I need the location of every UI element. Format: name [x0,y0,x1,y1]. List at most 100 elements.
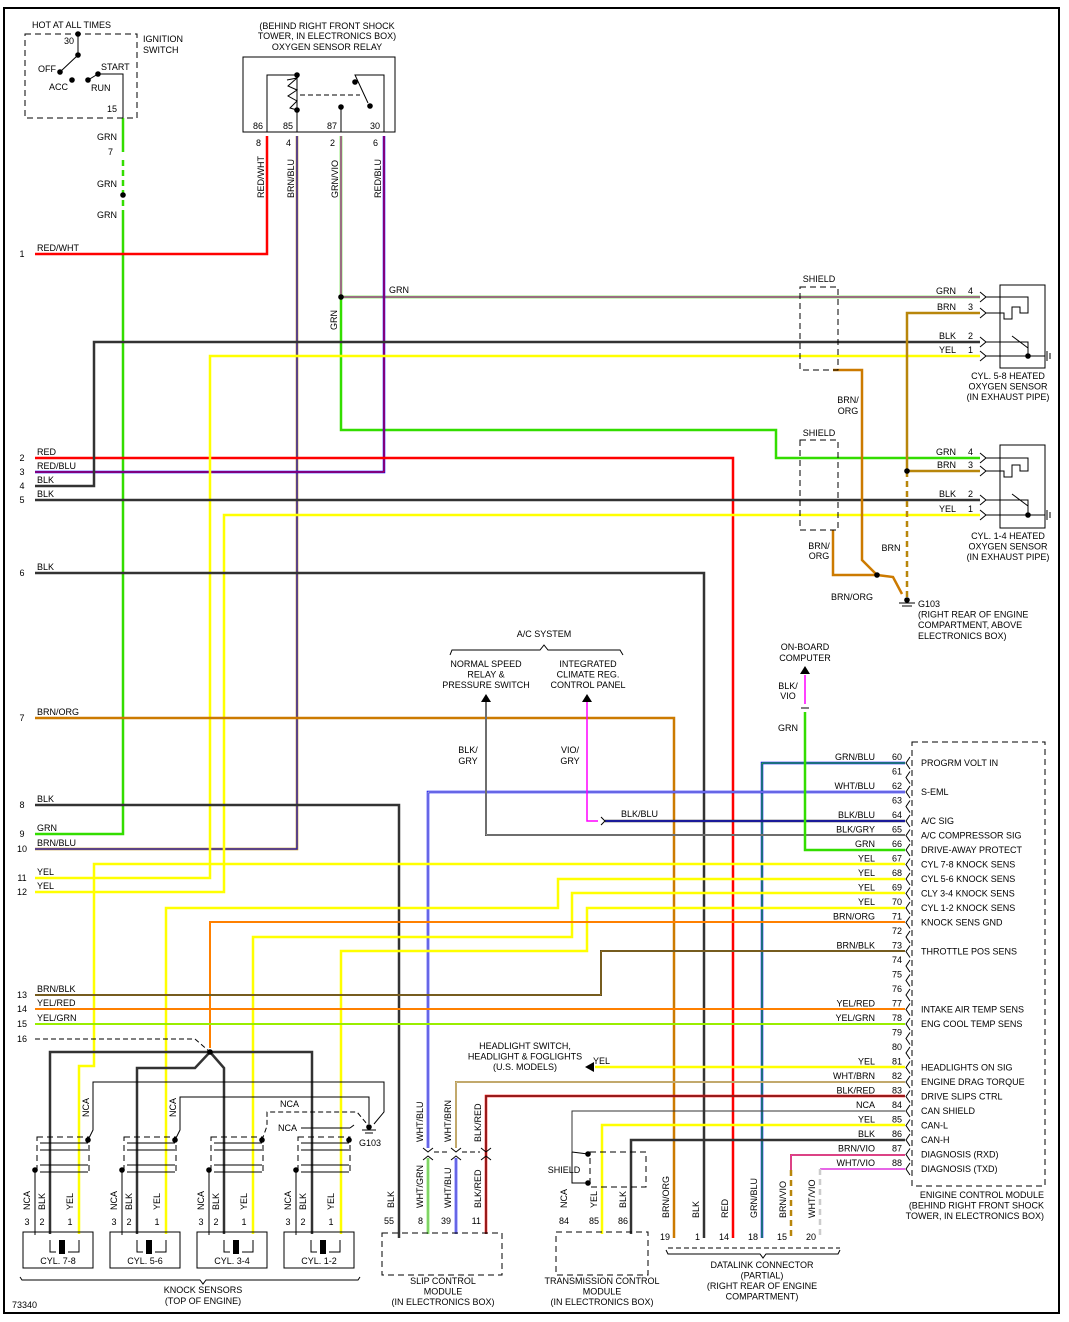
label: BLK [939,489,956,499]
label: 87 [327,121,337,131]
wire-label: GRN [37,823,57,833]
label: BLK [691,1201,701,1218]
nca-wire [571,1152,588,1184]
label: VIO [780,691,796,701]
label: NCA [196,1191,206,1210]
connector-pin [600,816,606,826]
label: BRN [881,543,900,553]
label: (IN ELECTRONICS BOX) [391,1297,494,1307]
label: GRN [97,179,117,189]
label: 85 [589,1216,599,1226]
ecm-pin-number: 76 [892,984,902,994]
label: BRN [937,302,956,312]
ecm-pin [905,1061,911,1074]
ecm-pin-number: 60 [892,752,902,762]
label: GRN/BLU [749,1178,759,1218]
ecm-wire-label: NCA [856,1100,875,1110]
ecm-wire-label: BRN/ORG [833,912,875,922]
splice-dot [120,192,126,198]
label: YEL [65,1193,75,1210]
ecm-pin [905,814,911,828]
connector-pin [422,1155,434,1161]
label: (BEHIND RIGHT FRONT SHOCK [259,21,394,31]
label: WHT/BLU [443,1168,453,1209]
heater-element [986,457,1029,478]
connector-pin [450,1155,462,1161]
ecm-pin-number: 75 [892,970,902,980]
label: 84 [559,1216,569,1226]
splice-dot [366,1124,372,1130]
ecm-pin [905,858,911,871]
ecm-pin-number: 72 [892,926,902,936]
components [19,31,1051,1285]
label: (PARTIAL) [741,1271,784,1281]
label: 2 [968,489,973,499]
ecm-wire-label: YEL/RED [836,999,875,1009]
wire-yel [77,862,905,1234]
label: 18 [748,1232,758,1242]
label: WHT/VIO [807,1180,817,1219]
ecm-title: TOWER, IN ELECTRONICS BOX) [906,1211,1044,1221]
ecm-wire-label: BLK/RED [836,1086,875,1096]
label: COMPARTMENT) [726,1292,799,1302]
label: NCA [278,1123,297,1133]
wire-brn-org [35,716,676,1238]
wire-brn [905,311,980,471]
ecm-pin [905,771,911,784]
label: G103 [359,1138,381,1148]
dlc-brace [665,1249,841,1259]
connector-pin [979,350,987,362]
ecm-pin-function: DRIVE-AWAY PROTECT [921,845,1023,855]
ecm-wire-label: WHT/VIO [837,1158,876,1168]
label: MODULE [424,1287,463,1297]
ecm-pin-number: 81 [892,1057,902,1067]
splice-dot [293,1167,299,1173]
wire-red [35,456,735,1238]
label: TOWER, IN ELECTRONICS BOX) [258,31,396,41]
shield [799,286,839,371]
label: NCA [81,1098,91,1117]
label: 3 [24,1217,29,1227]
pin-number: 5 [19,495,24,505]
label: YEL [326,1193,336,1210]
label: WHT/GRN [415,1165,425,1208]
engine-control-module [911,741,1046,1187]
knock-lead [136,1240,143,1253]
splice-dot [75,31,81,37]
splice-dot [294,72,300,78]
label: 3 [968,460,973,470]
label: ON-BOARD [781,642,830,652]
wire-yel [339,906,905,1234]
wire-label: RED [37,447,57,457]
label: OFF [38,64,56,74]
splice-dot [95,71,101,77]
label: 39 [441,1216,451,1226]
ecm-pin-number: 67 [892,854,902,864]
wire-label: BRN/ORG [37,707,79,717]
label: HEADLIGHT & FOGLIGHTS [468,1052,582,1062]
splice-dot [346,1137,352,1143]
wire-brn-org [833,368,878,576]
label: BLK [298,1193,308,1210]
knock-sensor-element [233,1240,239,1254]
label: SLIP CONTROL [410,1276,476,1286]
wire-blk [35,803,401,1238]
wire-label: BLK [37,794,54,804]
ecm-pin-function: THROTTLE POS SENS [921,947,1017,957]
ecm-pin-number: 74 [892,955,902,965]
sensor-element [986,499,1029,516]
knock-sensor [109,1231,181,1269]
splice-dot [338,104,344,110]
wire-yel [164,877,905,1234]
pin-number: 11 [17,873,26,883]
arrow-up-icon [481,694,491,702]
label: START [101,62,130,72]
ecm-pin-number: 73 [892,941,902,951]
wire-grn [339,297,980,460]
ecm-pin-function: CYL 7-8 KNOCK SENS [921,860,1015,870]
ecm-wire-label: BRN/VIO [838,1144,875,1154]
pin-number: 6 [19,568,24,578]
ecm-pin-number: 83 [892,1086,902,1096]
label: RUN [91,83,111,93]
connector-pin [979,307,987,319]
